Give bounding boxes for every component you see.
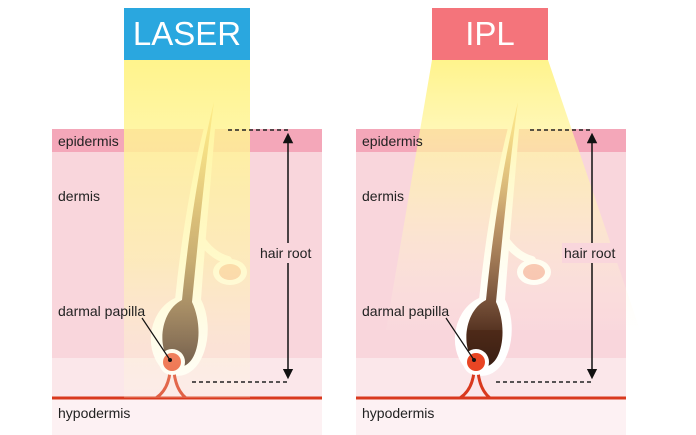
laser-panel: LASER epidermis dermis hair root darmal …	[52, 8, 322, 435]
laser-hypodermis-label: hypodermis	[58, 405, 130, 421]
ipl-dermis-label: dermis	[362, 188, 404, 204]
laser-title-box	[124, 8, 250, 60]
ipl-hair-root-label: hair root	[564, 245, 615, 261]
laser-title: LASER	[133, 15, 241, 52]
ipl-papilla-label: darmal papilla	[362, 303, 449, 319]
papilla	[459, 349, 491, 400]
laser-hair-root-label: hair root	[260, 245, 311, 261]
ipl-hypodermis-label: hypodermis	[362, 405, 434, 421]
papilla-pointer	[141, 317, 171, 361]
hypodermis-layer	[52, 398, 322, 435]
ipl-epidermis-label: epidermis	[362, 133, 423, 149]
ipl-title-box	[432, 8, 548, 60]
ipl-panel: IPL epidermis dermis hair root darmal pa…	[356, 8, 640, 435]
laser-dermis-label: dermis	[58, 188, 100, 204]
laser-papilla-label: darmal papilla	[58, 303, 145, 319]
ipl-title: IPL	[465, 15, 515, 52]
papilla-pointer	[445, 317, 475, 361]
laser-epidermis-label: epidermis	[58, 133, 119, 149]
hypodermis-layer	[356, 398, 626, 435]
laser-beam	[124, 60, 250, 398]
